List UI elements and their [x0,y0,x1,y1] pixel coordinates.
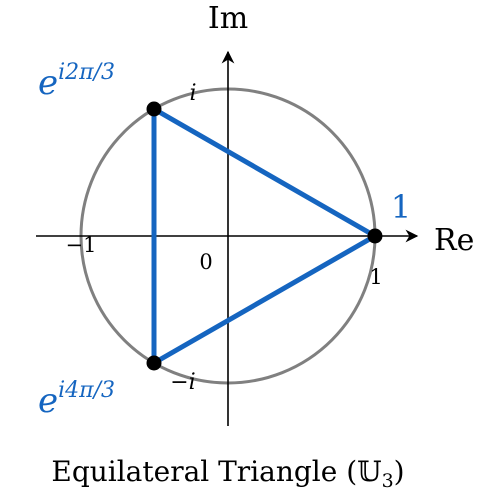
tick-i: i [189,81,196,106]
real-axis-label: Re [434,223,474,258]
tick-pos-one: 1 [369,265,382,289]
equilateral-triangle [151,106,378,366]
caption-suffix: ) [394,455,405,488]
diagram-caption: Equilateral Triangle (𝕌3) [51,455,404,492]
vertex-omega-squared-label: ei4π/3 [38,378,115,421]
tick-neg-i: −i [170,370,195,395]
vertex-omega-squared-base: e [38,381,58,421]
vertex-omega-base: e [38,63,58,103]
vertex-omega-label: ei2π/3 [38,60,115,103]
vertex-omega [146,101,162,117]
caption-symbol: 𝕌 [357,455,381,488]
vertex-one-label: 1 [391,188,411,226]
caption-subscript: 3 [382,470,394,492]
caption-prefix: Equilateral Triangle ( [51,455,357,488]
origin-label: 0 [199,250,212,274]
vertex-omega-squared [146,355,162,371]
imag-axis-label: Im [208,1,248,36]
vertex-omega-exponent: i2π/3 [58,60,115,85]
vertex-omega-squared-exponent: i4π/3 [58,378,115,403]
tick-neg-one: −1 [66,233,97,257]
vertex-one [367,228,383,244]
